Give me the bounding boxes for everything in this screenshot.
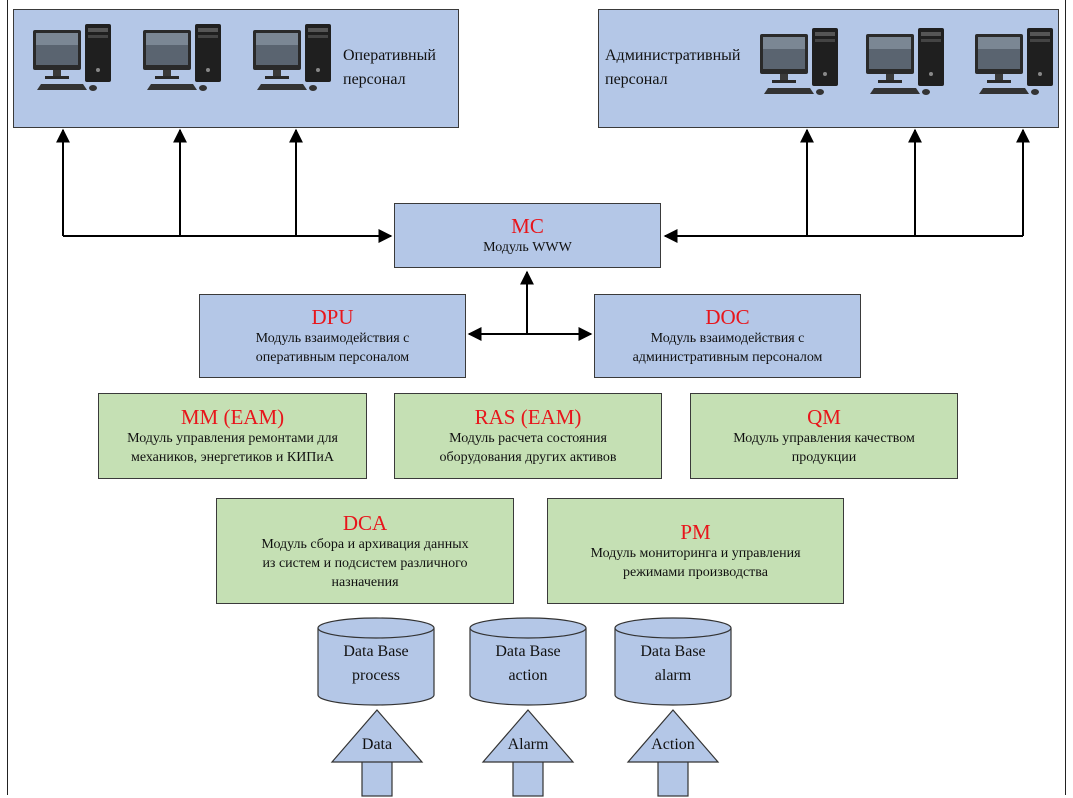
module-dca-title: DCA [342, 510, 388, 535]
module-mc-desc: Модуль WWW [483, 240, 572, 255]
computer-icon [866, 28, 944, 95]
input-alarm-arrow [481, 709, 575, 797]
module-mm-desc: Модуль управления ремонтами для механико… [127, 431, 338, 465]
center-connector-lines [467, 270, 593, 341]
input-action-arrow [626, 709, 720, 797]
db-process-line1: Data Base [343, 643, 408, 660]
module-dpu-desc: Модуль взаимодействия с оперативным перс… [255, 331, 410, 365]
db-process-line2: process [352, 667, 400, 684]
module-doc-desc: Модуль взаимодействия с административным… [632, 331, 823, 365]
module-dpu-title: DPU [311, 305, 354, 329]
input-data-label: Data [362, 736, 392, 753]
input-action-label: Action [651, 736, 695, 753]
computer-icon [760, 28, 838, 95]
right-connector-lines [663, 128, 1030, 243]
database-process-cylinder [317, 617, 435, 706]
db-alarm-line2: alarm [655, 667, 692, 684]
module-pm: PM Модуль мониторинга и управления режим… [547, 498, 844, 604]
database-alarm-cylinder [614, 617, 732, 706]
module-qm-title: QM [807, 405, 841, 429]
computer-icon [253, 24, 331, 91]
module-mc-title: MC [511, 214, 544, 238]
module-dpu: DPU Модуль взаимодействия с оперативным … [199, 294, 466, 378]
computer-icon [33, 24, 111, 91]
module-qm: QM Модуль управления качеством продукции [690, 393, 958, 479]
module-ras-title: RAS (EAM) [474, 405, 582, 429]
left-connector-lines [56, 128, 393, 243]
database-action-cylinder [469, 617, 587, 706]
module-pm-desc: Модуль мониторинга и управления режимами… [590, 546, 801, 580]
admin-staff-label: Административный персонал [605, 47, 741, 88]
module-mm: MM (EAM) Модуль управления ремонтами для… [98, 393, 367, 479]
module-dca-desc: Модуль сбора и архивация данных из систе… [261, 536, 469, 590]
module-ras: RAS (EAM) Модуль расчета состояния обору… [394, 393, 662, 479]
module-dca: DCA Модуль сбора и архивация данных из с… [216, 498, 514, 604]
module-mm-title: MM (EAM) [180, 405, 285, 429]
computer-icon [975, 28, 1053, 95]
module-doc: DOC Модуль взаимодействия с администрати… [594, 294, 861, 378]
module-mc: MC Модуль WWW [394, 203, 661, 268]
db-alarm-line1: Data Base [640, 643, 705, 660]
module-pm-title: PM [680, 520, 711, 544]
module-qm-desc: Модуль управления качеством продукции [733, 431, 915, 465]
db-action-line1: Data Base [495, 643, 560, 660]
module-doc-title: DOC [705, 305, 750, 329]
module-ras-desc: Модуль расчета состояния оборудования др… [439, 431, 617, 465]
computer-icon [143, 24, 221, 91]
input-data-arrow [330, 709, 424, 797]
diagram-frame [7, 0, 1066, 795]
input-alarm-label: Alarm [508, 736, 549, 753]
db-action-line2: action [508, 667, 547, 684]
operative-staff-label: Оперативный персонал [343, 47, 436, 88]
